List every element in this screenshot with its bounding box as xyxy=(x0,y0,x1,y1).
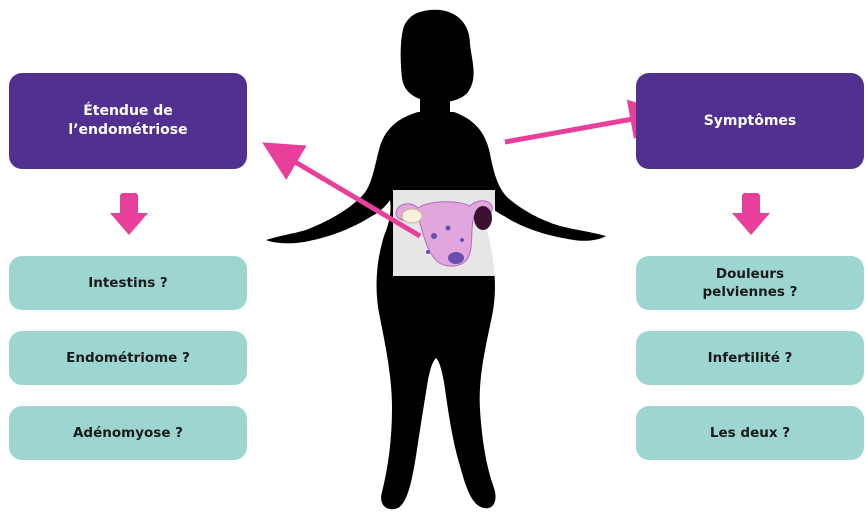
extent-header: Étendue de l’endométriose xyxy=(9,73,247,169)
symptoms-header: Symptômes xyxy=(636,73,864,169)
list-item: Douleurs pelviennes ? xyxy=(636,256,864,310)
list-item: Adénomyose ? xyxy=(9,406,247,460)
list-item: Intestins ? xyxy=(9,256,247,310)
list-item: Endométriome ? xyxy=(9,331,247,385)
down-arrow-icon xyxy=(110,193,148,235)
list-item: Infertilité ? xyxy=(636,331,864,385)
uterus-icon xyxy=(393,190,495,276)
down-arrow-icon xyxy=(732,193,770,235)
arrow-to-symptoms xyxy=(505,115,655,142)
list-item: Les deux ? xyxy=(636,406,864,460)
